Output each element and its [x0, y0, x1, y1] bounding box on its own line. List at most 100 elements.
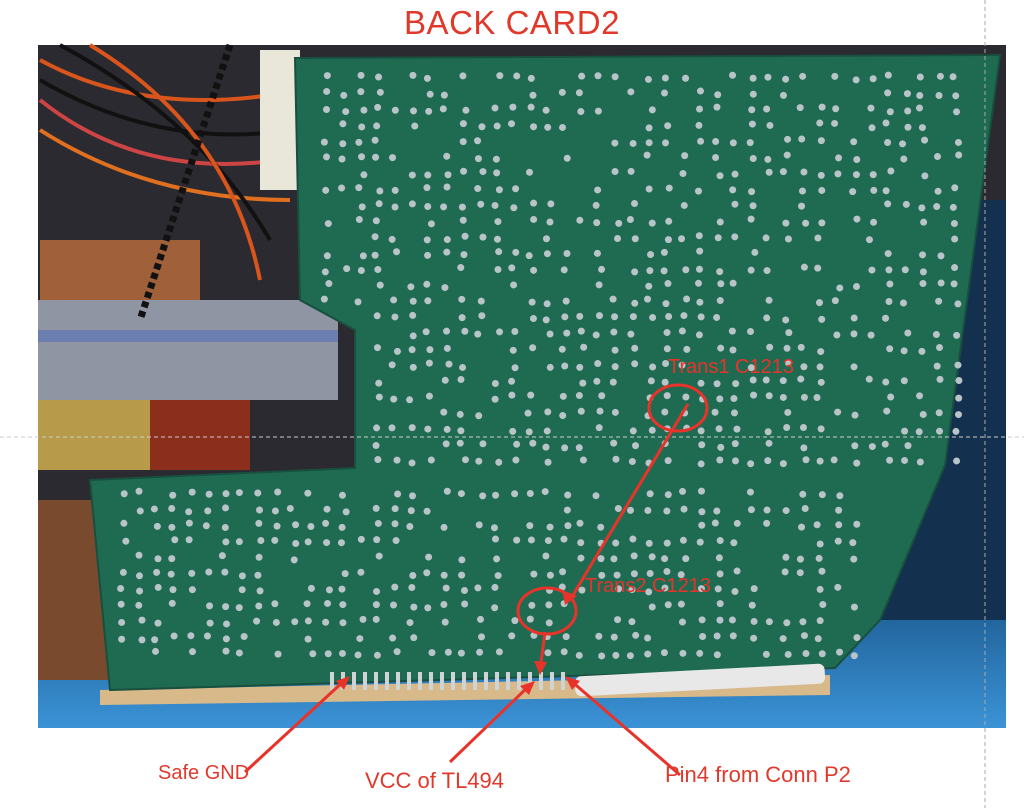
solder-pad: [731, 588, 739, 596]
solder-pad: [390, 395, 398, 403]
solder-pad: [868, 124, 876, 132]
solder-pad: [954, 138, 962, 146]
solder-pad: [592, 331, 600, 339]
solder-pad: [372, 217, 380, 225]
solder-pad: [647, 377, 655, 385]
solder-pad: [882, 119, 890, 127]
solder-pad: [425, 107, 433, 115]
solder-pad: [495, 458, 503, 466]
solder-pad: [441, 284, 449, 292]
solder-pad: [920, 218, 928, 226]
solder-pad: [831, 72, 839, 80]
solder-pad: [901, 456, 909, 464]
solder-pad: [457, 649, 465, 657]
solder-pad: [479, 168, 487, 176]
solder-pad: [392, 537, 400, 545]
solder-pad: [424, 425, 432, 433]
solder-pad: [661, 408, 669, 416]
solder-pad: [560, 648, 568, 656]
solder-pad: [595, 312, 603, 320]
solder-pad: [798, 187, 806, 195]
solder-pad: [391, 520, 399, 528]
solder-pad: [441, 618, 449, 626]
solder-pad: [613, 571, 621, 579]
solder-pad: [899, 299, 907, 307]
solder-pad: [850, 363, 858, 371]
pin4-arrow: [569, 678, 681, 777]
solder-pad: [869, 75, 877, 83]
solder-pad: [818, 567, 826, 575]
solder-pad: [711, 408, 719, 416]
solder-pad: [375, 379, 383, 387]
solder-pad: [357, 88, 365, 96]
solder-pad: [678, 327, 686, 335]
solder-pad: [697, 427, 705, 435]
solder-pad: [731, 170, 739, 178]
solder-pad: [679, 487, 687, 495]
solder-pad: [359, 615, 367, 623]
solder-pad: [309, 650, 317, 658]
solder-pad: [592, 492, 600, 500]
solder-pad: [562, 297, 570, 305]
solder-pad: [443, 425, 451, 433]
solder-pad: [644, 506, 652, 514]
solder-pad: [461, 327, 469, 335]
solder-pad: [919, 251, 927, 259]
connector-pin: [418, 672, 422, 690]
solder-pad: [527, 536, 535, 544]
solder-pad: [340, 91, 348, 99]
solder-pad: [712, 153, 720, 161]
solder-pad: [749, 154, 757, 162]
solder-pad: [645, 185, 653, 193]
solder-pad: [609, 378, 617, 386]
solder-pad: [781, 568, 789, 576]
solder-pad: [495, 186, 503, 194]
solder-pad: [595, 281, 603, 289]
solder-pad: [235, 489, 243, 497]
solder-pad: [904, 329, 912, 337]
solder-pad: [188, 488, 196, 496]
solder-pad: [374, 266, 382, 274]
solder-pad: [475, 412, 483, 420]
connector-pin: [440, 672, 444, 690]
solder-pad: [423, 74, 431, 82]
solder-pad: [461, 232, 469, 240]
solder-pad: [202, 522, 210, 530]
solder-pad: [933, 203, 941, 211]
solder-pad: [559, 123, 567, 131]
solder-pad: [763, 314, 771, 322]
solder-pad: [426, 346, 434, 354]
solder-pad: [169, 491, 177, 499]
solder-pad: [918, 204, 926, 212]
solder-pad: [714, 234, 722, 242]
solder-pad: [694, 187, 702, 195]
solder-pad: [408, 200, 416, 208]
solder-pad: [427, 456, 435, 464]
solder-pad: [138, 616, 146, 624]
solder-pad: [406, 396, 414, 404]
solder-pad: [205, 568, 213, 576]
solder-pad: [575, 392, 583, 400]
solder-pad: [936, 375, 944, 383]
solder-pad: [663, 539, 671, 547]
solder-pad: [393, 248, 401, 256]
solder-pad: [458, 571, 466, 579]
solder-pad: [221, 568, 229, 576]
solder-pad: [919, 410, 927, 418]
solder-pad: [630, 552, 638, 560]
solder-pad: [870, 218, 878, 226]
solder-pad: [867, 104, 875, 112]
solder-pad: [357, 71, 365, 79]
solder-pad: [424, 251, 432, 259]
solder-pad: [716, 297, 724, 305]
solder-pad: [238, 572, 246, 580]
solder-pad: [766, 343, 774, 351]
vcc-arrow: [448, 683, 532, 764]
solder-pad: [747, 327, 755, 335]
solder-pad: [374, 519, 382, 527]
solder-pad: [852, 282, 860, 290]
solder-pad: [784, 650, 792, 658]
solder-pad: [542, 552, 550, 560]
solder-pad: [765, 168, 773, 176]
solder-pad: [235, 649, 243, 657]
